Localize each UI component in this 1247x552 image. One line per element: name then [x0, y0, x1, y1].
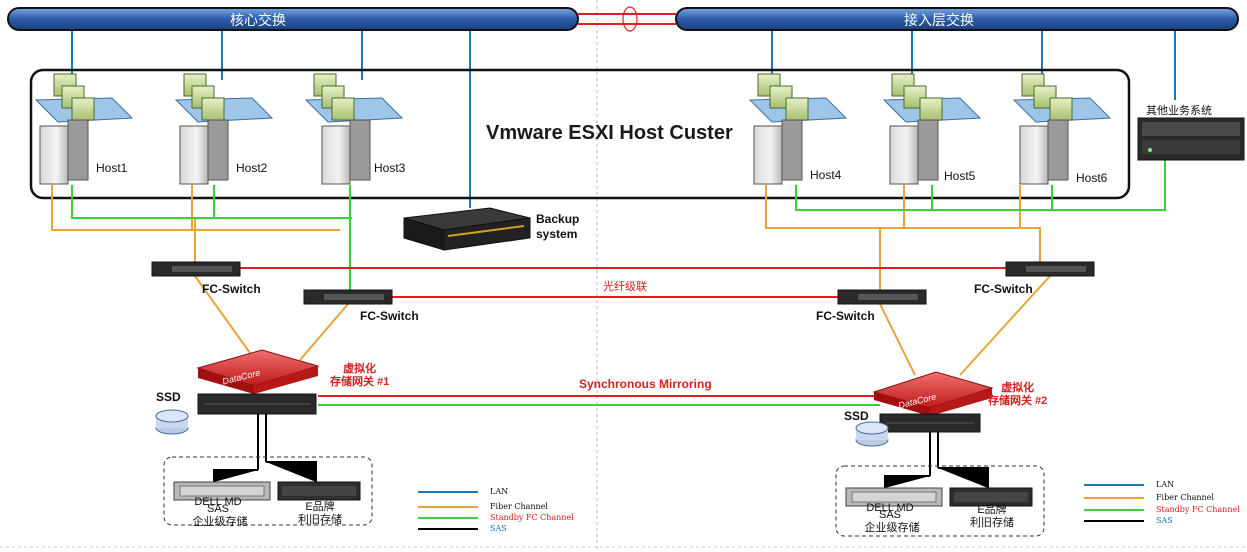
ssd-disk-2 [855, 421, 889, 447]
esxi-cluster-box [29, 68, 1131, 200]
core-switch-bus [7, 7, 579, 31]
fc-switch-3 [837, 289, 927, 305]
host-label-1: Host1 [96, 161, 128, 175]
legend-left-lan: LAN [490, 487, 509, 496]
backup-label-line2: system [536, 227, 578, 241]
legend-right-sas: SAS [1156, 516, 1173, 525]
storage-group-left [163, 456, 373, 526]
fc-switch-label-2: FC-Switch [360, 309, 419, 323]
legend-left-fiber: Fiber Channel [490, 502, 548, 511]
sas-desc-left: 企业级存储 [192, 516, 248, 528]
legacy-label-right-2: 利旧存储 [970, 517, 1014, 529]
legacy-label-left-2: 利旧存储 [298, 514, 342, 526]
fc-switch-2 [303, 289, 393, 305]
fiber-cascade-label: 光纤级联 [603, 281, 647, 293]
bus-interconnect [578, 6, 676, 32]
legend-right [1084, 484, 1144, 522]
fc-switch-label-4: FC-Switch [974, 282, 1033, 296]
legacy-array-right [949, 487, 1033, 507]
sas-label-left: SAS [206, 503, 229, 515]
host-3 [304, 73, 404, 185]
host-2 [174, 73, 274, 185]
ssd-label-1: SSD [156, 390, 181, 404]
gateway-label-1: 虚拟化 存储网关 #1 [330, 363, 389, 389]
access-switch-label: 接入层交换 [904, 12, 974, 28]
legacy-array-left [277, 481, 361, 501]
host-label-2: Host2 [236, 161, 268, 175]
legend-right-lan: LAN [1156, 480, 1175, 489]
fc-switch-4 [1005, 261, 1095, 277]
legend-right-fiber: Fiber Channel [1156, 493, 1214, 502]
sync-mirroring-label: Synchronous Mirroring [579, 377, 712, 391]
sas-label-right: SAS [878, 509, 901, 521]
legacy-label-left-1: E品牌 [305, 501, 335, 513]
sas-lines-right [884, 432, 989, 488]
red-links [240, 267, 1008, 397]
fiber-channel-lines [51, 185, 1051, 376]
storage-group-right [835, 465, 1045, 537]
other-system-server [1137, 117, 1245, 161]
host-label-3: Host3 [374, 161, 406, 175]
sas-lines-left [213, 414, 317, 482]
host-label-4: Host4 [810, 168, 842, 182]
legend-left-standby: Standby FC Channel [490, 513, 574, 522]
dell-sas-array-left [173, 481, 271, 501]
lan-lines [71, 28, 1176, 208]
host-6 [1012, 73, 1112, 185]
gateway-2-line2: 存储网关 #2 [988, 395, 1048, 407]
host-4 [748, 73, 848, 185]
access-switch-bus [675, 7, 1239, 31]
sas-desc-right: 企业级存储 [864, 522, 920, 534]
host-label-6: Host6 [1076, 171, 1108, 185]
ssd-label-2: SSD [844, 409, 869, 423]
core-switch-label: 核心交换 [230, 12, 286, 28]
backup-appliance [403, 207, 531, 251]
legend-left-sas: SAS [490, 524, 507, 533]
gateway-1-line1: 虚拟化 [343, 363, 377, 375]
datacore-gateway-1 [196, 349, 320, 415]
host-label-5: Host5 [944, 169, 976, 183]
standby-fc-lines [71, 160, 1166, 406]
ssd-disk-1 [155, 409, 189, 435]
dell-brand-right: DELL MD [866, 502, 914, 511]
other-system-label: 其他业务系统 [1146, 105, 1212, 117]
dell-brand-left: DELL MD [194, 496, 242, 505]
gateway-2-line1: 虚拟化 [1001, 382, 1035, 394]
legend-right-standby: Standby FC Channel [1156, 505, 1240, 514]
datacore-gateway-2 [872, 371, 994, 433]
gateway-1-line2: 存储网关 #1 [330, 376, 390, 388]
backup-label: Backup system [536, 212, 579, 242]
cluster-title: Vmware ESXI Host Custer [486, 122, 733, 144]
legacy-label-right-1: E品牌 [977, 504, 1007, 516]
gateway-label-2: 虚拟化 存储网关 #2 [988, 382, 1047, 408]
fc-switch-label-1: FC-Switch [202, 282, 261, 296]
dell-sas-array-right [845, 487, 943, 507]
fc-switch-1 [151, 261, 241, 277]
host-5 [882, 73, 982, 185]
legend-left [418, 491, 478, 530]
host-1 [34, 73, 134, 185]
fc-switch-label-3: FC-Switch [816, 309, 875, 323]
backup-label-line1: Backup [536, 212, 580, 226]
